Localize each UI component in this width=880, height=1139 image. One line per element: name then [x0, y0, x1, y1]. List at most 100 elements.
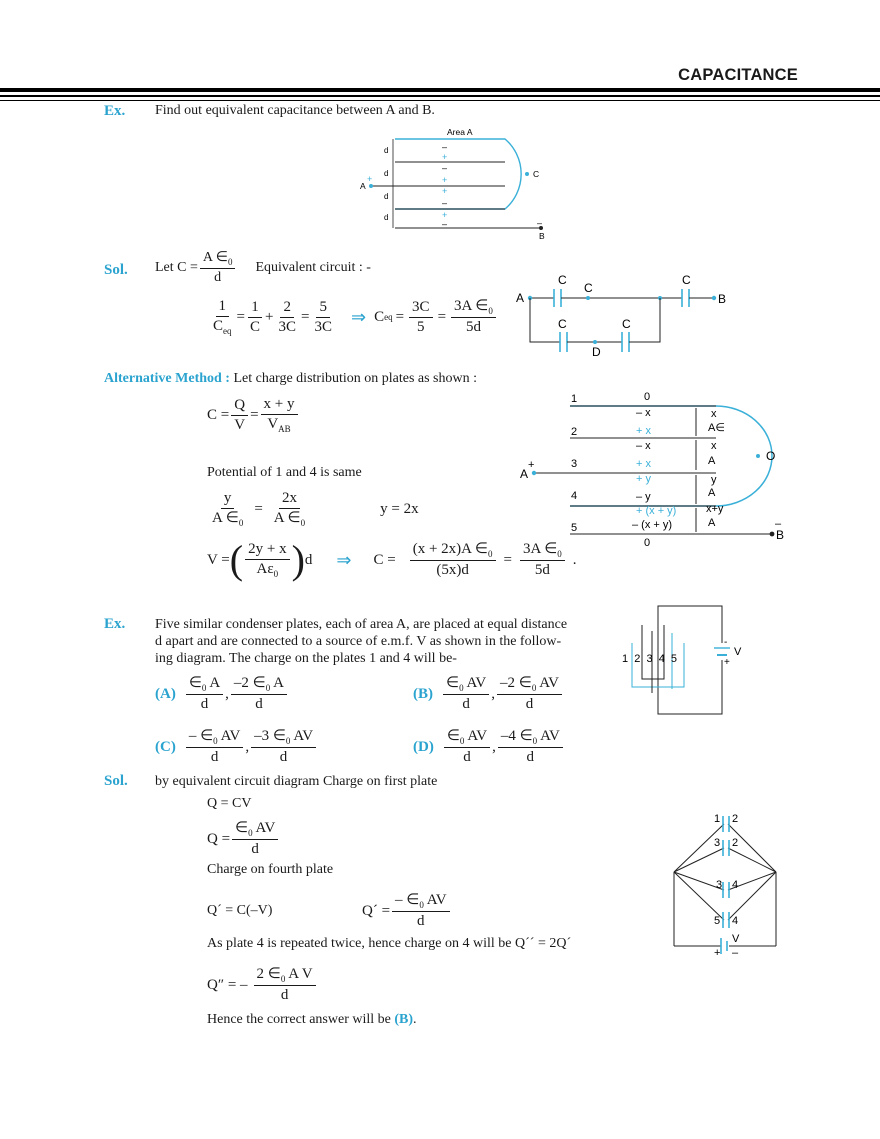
d: d — [526, 749, 535, 766]
n: ∈ — [188, 675, 202, 691]
ex2-q-line1: Five similar condenser plates, each of a… — [155, 617, 568, 632]
plate-num-5: 5 — [571, 522, 577, 534]
num: 1 — [215, 298, 229, 318]
num: Q — [231, 397, 249, 416]
capacitor-plates — [720, 816, 730, 954]
ceq: C — [374, 308, 385, 325]
ch-mx1: – x — [636, 407, 651, 419]
final-answer: (B) — [394, 1012, 414, 1027]
den: C — [213, 318, 224, 335]
minus: - — [724, 637, 727, 648]
b-label: B — [776, 528, 784, 542]
label-2a: 2 — [732, 813, 738, 825]
ex1-d4: d — [384, 213, 388, 222]
d: d — [210, 749, 219, 766]
node-b — [711, 295, 717, 301]
n: – ∈ — [395, 892, 420, 908]
label-3b: 3 — [716, 879, 722, 891]
label-4b: 4 — [732, 915, 738, 927]
circuit-a-label: A — [516, 291, 524, 305]
node-b — [769, 531, 775, 537]
v-eq: V = — [207, 551, 230, 568]
nb: AV — [464, 728, 488, 744]
sub: 0 — [238, 518, 244, 529]
label-4a: 4 — [732, 879, 738, 891]
circuit-c4: C — [558, 317, 567, 331]
sub: AB — [278, 424, 291, 435]
sub: 0 — [459, 736, 465, 746]
option-label: (B) — [413, 685, 433, 702]
num: y — [220, 490, 235, 510]
num: 1 — [248, 299, 262, 318]
sub: 0 — [280, 974, 286, 984]
sol2-charge4: Charge on fourth plate — [207, 862, 334, 877]
n: –4 ∈ — [500, 728, 533, 744]
o-label: O — [766, 449, 775, 463]
ch-my: – y — [636, 491, 651, 503]
ex1-d1: d — [384, 146, 388, 155]
nb: A V — [285, 966, 313, 982]
n: ∈ — [446, 728, 460, 744]
header-rule-mid — [0, 95, 880, 97]
ex1-ch3: – — [442, 163, 447, 173]
label-minus: – — [732, 947, 739, 959]
ch-px2: + x — [636, 458, 651, 470]
ch-pxy: + (x + y) — [636, 505, 676, 517]
d: d — [251, 841, 259, 858]
nb: AV — [536, 675, 559, 691]
sub: 0 — [531, 683, 537, 693]
den: 3C — [314, 318, 332, 335]
sub: 0 — [273, 568, 279, 579]
plate-wire-inner — [641, 625, 665, 680]
sol2-final: Hence the correct answer will be (B). — [207, 1012, 417, 1028]
circuit-d: D — [592, 345, 601, 359]
qpp-eq: Q″ = – — [207, 976, 248, 993]
nb: AV — [423, 892, 447, 908]
ex1-label: Ex. — [104, 103, 126, 119]
field-a3: A — [708, 487, 716, 499]
sol1-c-frac: A ∈0 d — [199, 250, 236, 286]
den: (5x)d — [436, 562, 469, 579]
node-o — [756, 454, 760, 458]
page-title: CAPACITANCE — [678, 66, 798, 84]
d: d — [417, 913, 425, 930]
node-d — [593, 340, 597, 344]
label-v: V — [732, 933, 740, 945]
field-y: y — [711, 474, 717, 486]
implies-arrow: ⇒ — [350, 306, 367, 327]
qp-eq: Q´ = — [362, 902, 391, 919]
num: 3A ∈ — [522, 540, 558, 557]
ch-mx2: – x — [636, 440, 651, 452]
n: –2 ∈ — [233, 675, 266, 691]
ex1-wire-c — [395, 138, 522, 210]
nb: AV — [252, 820, 276, 836]
label-3a: 3 — [714, 837, 720, 849]
num: 3C — [409, 299, 433, 318]
nb: A — [206, 675, 221, 691]
den: 5d — [465, 319, 481, 336]
paren-open: ( — [229, 537, 244, 582]
circuit-c1: C — [558, 273, 567, 287]
option-label: (D) — [413, 738, 434, 755]
den: V — [267, 416, 279, 433]
ex2-label: Ex. — [104, 616, 126, 632]
num: 2x — [278, 490, 300, 510]
